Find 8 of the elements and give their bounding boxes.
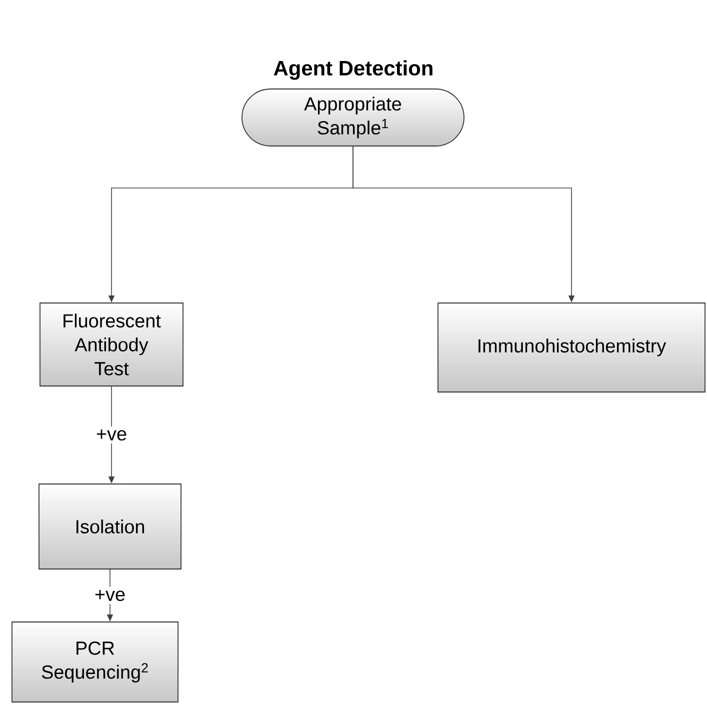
process-box: Isolation [38,484,182,570]
title: Agent Detection [274,60,432,80]
process-box: PCR Sequencing$^{2}$ [12,622,178,702]
edge-label: +ve [91,586,129,604]
process-box: Immunohistochemistry [438,302,706,392]
edge-label: +ve [92,426,130,444]
terminal-node: Appropriate Sample$^{1}$ [242,88,464,146]
process-box: Fluorescent Antibody Test [40,302,184,386]
